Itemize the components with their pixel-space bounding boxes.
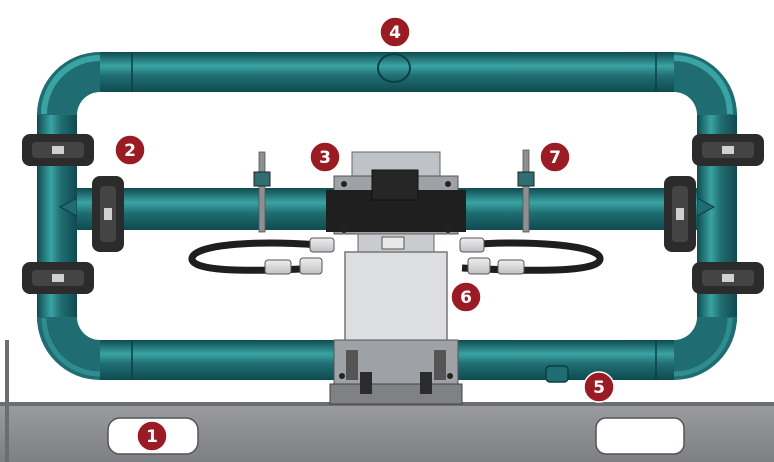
marker-2[interactable]: 2	[114, 134, 146, 166]
bottom-port-stub	[545, 365, 569, 383]
marker-4[interactable]: 4	[379, 16, 411, 48]
marker-7[interactable]: 7	[539, 141, 571, 173]
manifold-block	[344, 251, 448, 349]
clamp	[22, 134, 94, 166]
pipe-support-rods	[253, 149, 535, 233]
marker-3[interactable]: 3	[309, 141, 341, 173]
marker-3-label: 3	[319, 148, 331, 168]
marker-6-label: 6	[460, 288, 472, 308]
marker-1[interactable]: 1	[136, 420, 168, 452]
part-markers: 1 2 3 4 5 6 7	[114, 16, 615, 452]
marker-2-label: 2	[124, 141, 136, 161]
marker-5[interactable]: 5	[583, 371, 615, 403]
top-port-ring	[377, 53, 411, 83]
clamp	[664, 176, 696, 252]
clamp	[22, 262, 94, 294]
clamp	[92, 176, 124, 252]
marker-7-label: 7	[549, 148, 561, 168]
marker-1-label: 1	[146, 427, 158, 447]
clamp	[692, 262, 764, 294]
frame-slot-right	[595, 417, 685, 455]
valve-assembly	[326, 151, 466, 405]
marker-6[interactable]: 6	[450, 281, 482, 313]
marker-4-label: 4	[389, 23, 401, 43]
pipe-clamps	[22, 134, 764, 294]
clamp	[692, 134, 764, 166]
hydraulic-hoses	[188, 237, 604, 275]
marker-5-label: 5	[593, 378, 605, 398]
